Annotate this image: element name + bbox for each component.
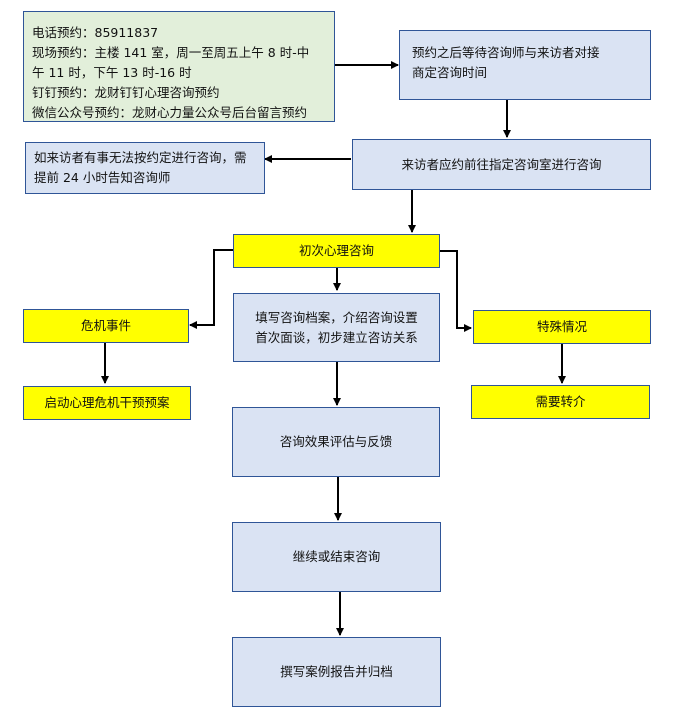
crisis-event-box: 危机事件 xyxy=(23,309,189,343)
appointment-info-box: 电话预约：85911837 现场预约：主楼 141 室，周一至周五上午 8 时-… xyxy=(23,11,335,122)
cancel-notice-box: 如来访者有事无法按约定进行咨询，需 提前 24 小时告知咨询师 xyxy=(25,142,265,194)
wait-counselor-line-2: 商定咨询时间 xyxy=(412,65,488,80)
evaluation-box: 咨询效果评估与反馈 xyxy=(232,407,440,477)
cancel-notice-line-1: 如来访者有事无法按约定进行咨询，需 xyxy=(34,150,247,165)
write-report-box: 撰写案例报告并归档 xyxy=(232,637,441,707)
referral-label: 需要转介 xyxy=(535,394,586,409)
arrow-initial-to-crisis xyxy=(189,249,233,329)
special-case-box: 特殊情况 xyxy=(473,310,651,344)
fill-records-box: 填写咨询档案，介绍咨询设置 首次面谈，初步建立咨访关系 xyxy=(233,293,440,362)
onsite-booking-line-cont: 午 11 时，下午 13 时-16 时 xyxy=(32,65,192,80)
crisis-plan-label: 启动心理危机干预预案 xyxy=(44,395,170,410)
initial-consult-label: 初次心理咨询 xyxy=(298,243,374,258)
continue-or-end-label: 继续或结束咨询 xyxy=(292,549,381,564)
evaluation-label: 咨询效果评估与反馈 xyxy=(279,434,393,449)
fill-records-line-1: 填写咨询档案，介绍咨询设置 xyxy=(255,309,418,325)
write-report-label: 撰写案例报告并归档 xyxy=(280,664,393,679)
dingtalk-booking-line: 钉钉预约：龙财钉钉心理咨询预约 xyxy=(32,85,220,100)
wait-counselor-line-1: 预约之后等待咨询师与来访者对接 xyxy=(412,45,600,60)
attend-session-label: 来访者应约前往指定咨询室进行咨询 xyxy=(401,156,602,172)
cancel-notice-line-2: 提前 24 小时告知咨询师 xyxy=(34,170,171,185)
initial-consult-box: 初次心理咨询 xyxy=(233,234,440,268)
phone-booking-line: 电话预约：85911837 xyxy=(32,25,159,40)
crisis-plan-box: 启动心理危机干预预案 xyxy=(23,386,191,420)
referral-box: 需要转介 xyxy=(471,385,650,419)
fill-records-line-2: 首次面谈，初步建立咨访关系 xyxy=(255,329,418,345)
crisis-event-label: 危机事件 xyxy=(80,318,131,333)
onsite-booking-line: 现场预约：主楼 141 室，周一至周五上午 8 时-中 xyxy=(32,45,310,60)
special-case-label: 特殊情况 xyxy=(536,319,587,334)
wechat-booking-line: 微信公众号预约：龙财心力量公众号后台留言预约 xyxy=(32,105,308,120)
wait-counselor-box: 预约之后等待咨询师与来访者对接 商定咨询时间 xyxy=(399,30,651,100)
arrow-initial-to-special xyxy=(440,250,472,332)
continue-or-end-box: 继续或结束咨询 xyxy=(232,522,441,592)
attend-session-box: 来访者应约前往指定咨询室进行咨询 xyxy=(352,139,651,190)
